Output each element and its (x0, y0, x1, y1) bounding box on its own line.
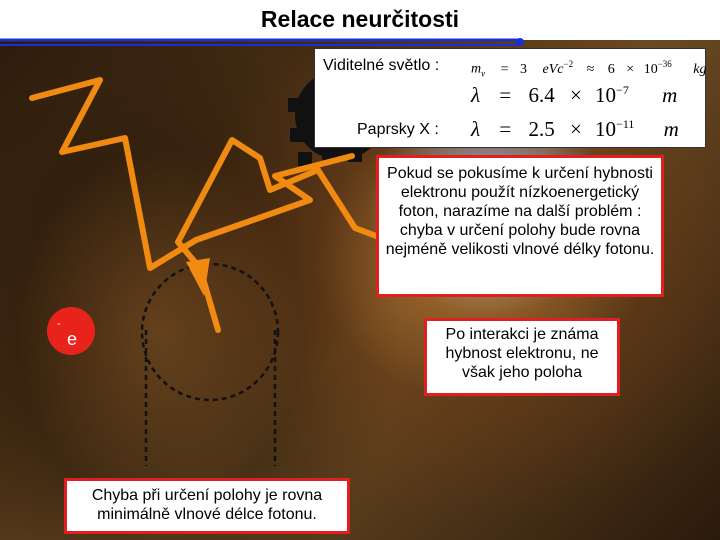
uncertainty-circle (142, 264, 278, 400)
electron: e- (47, 307, 95, 355)
xray-wavelength-equation: λ = 2.5 × 10−11 m (471, 117, 679, 142)
photon-problem-note: Pokud se pokusíme k určení hybnosti elek… (376, 155, 664, 297)
electron-mass-equation: mv = 3 eVc−2 ≈ 6 × 10−36 kg (471, 59, 706, 78)
visible-wavelength-equation: λ = 6.4 × 10−7 m (471, 83, 677, 108)
after-interaction-note: Po interakci je známa hybnost elektronu,… (424, 318, 620, 396)
electron-label: e- (57, 318, 61, 339)
equations-box: Viditelné světlo : Paprsky X : mv = 3 eV… (314, 48, 706, 148)
xray-label: Paprsky X : (357, 121, 439, 139)
visible-light-label: Viditelné světlo : (323, 57, 439, 75)
position-error-note: Chyba při určení polohy je rovna minimál… (64, 478, 350, 534)
title-underline-dot (516, 38, 524, 46)
